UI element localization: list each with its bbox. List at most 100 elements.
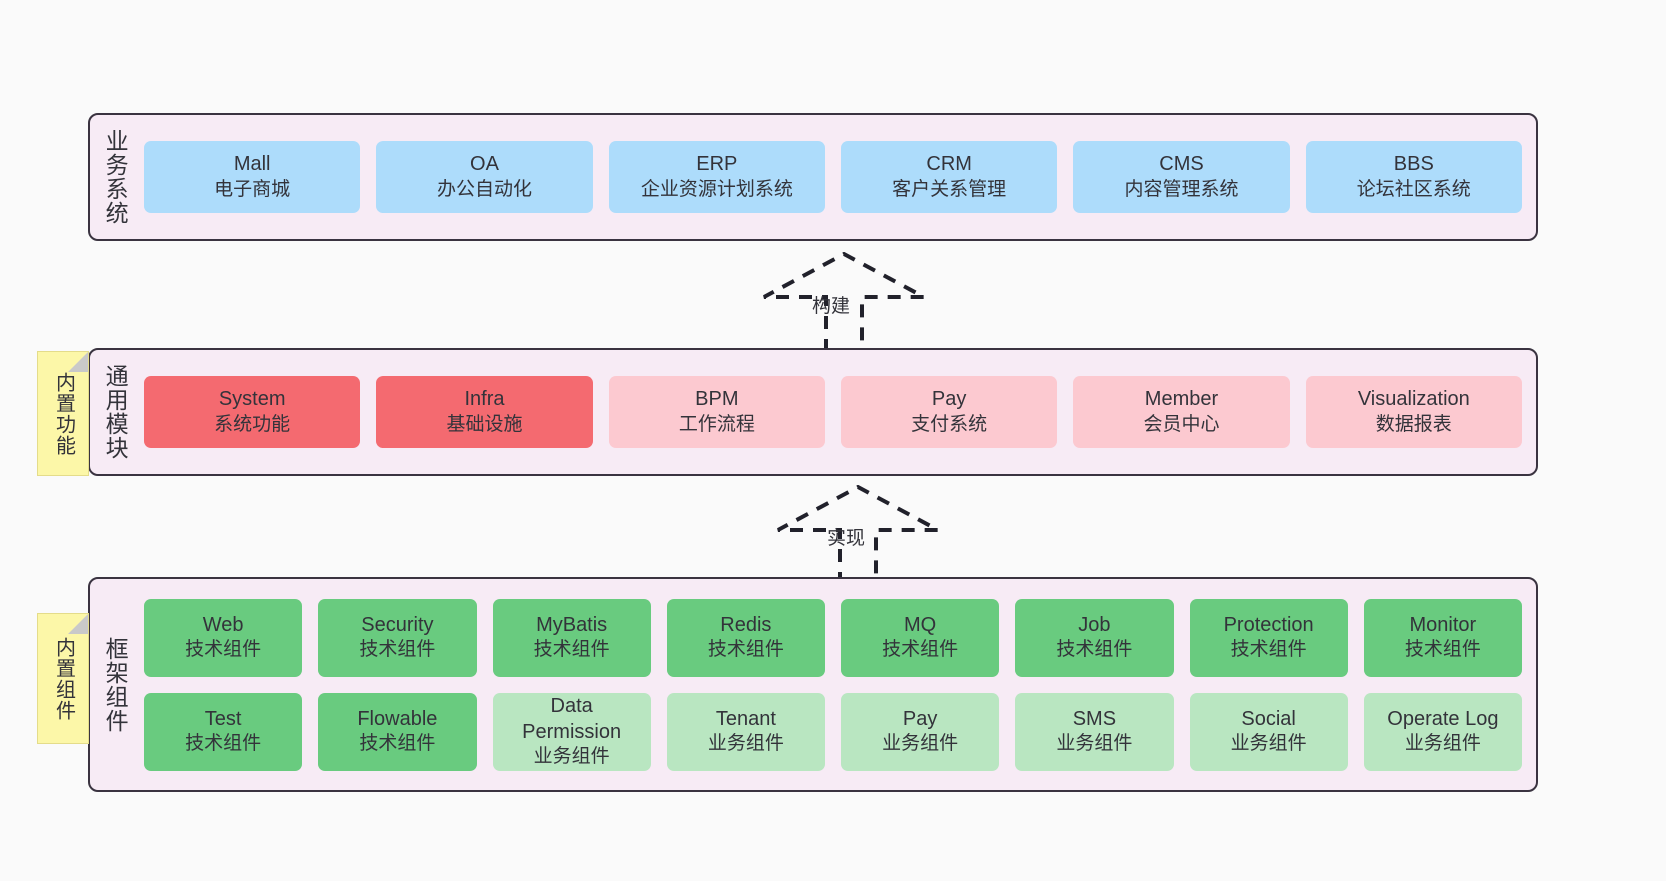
node-row: System 系统功能 Infra 基础设施 BPM 工作流程 Pay 支付系统… — [144, 376, 1522, 448]
node-title-en: Redis — [720, 613, 772, 636]
layer-common-modules-body: System 系统功能 Infra 基础设施 BPM 工作流程 Pay 支付系统… — [140, 350, 1536, 474]
node-title-cn: 工作流程 — [678, 413, 755, 435]
node-title-en: Infra — [464, 388, 505, 411]
node-social[interactable]: Social 业务组件 — [1189, 692, 1348, 771]
node-data-permission[interactable]: Data Permission 业务组件 — [492, 692, 651, 771]
layer-common-modules-title: 通用模块 — [102, 364, 129, 460]
node-title-en: Test — [204, 707, 242, 730]
node-crm[interactable]: CRM 客户关系管理 — [840, 141, 1058, 213]
node-title-en: Pay — [902, 707, 938, 730]
node-title-en: CRM — [926, 153, 972, 176]
node-mall[interactable]: Mall 电子商城 — [144, 141, 361, 213]
node-operate-log[interactable]: Operate Log 业务组件 — [1363, 692, 1522, 771]
node-redis[interactable]: Redis 技术组件 — [666, 598, 825, 677]
node-title-cn: 办公自动化 — [436, 178, 532, 200]
node-title-en: BPM — [695, 388, 739, 411]
node-title-en: Monitor — [1409, 613, 1477, 636]
node-job[interactable]: Job 技术组件 — [1015, 598, 1174, 677]
node-title-cn: 技术组件 — [882, 639, 959, 661]
node-infra[interactable]: Infra 基础设施 — [376, 376, 593, 448]
sticky-note-builtin-features[interactable]: 内置功能 — [37, 351, 89, 476]
node-title-cn: 业务组件 — [1404, 733, 1481, 755]
node-row: Web 技术组件 Security 技术组件 MyBatis 技术组件 Redi… — [144, 598, 1522, 677]
node-title-en: Security — [361, 613, 434, 636]
node-title-en: Pay — [931, 388, 967, 411]
node-title-cn: 基础设施 — [446, 413, 523, 435]
node-title-cn: 系统功能 — [214, 413, 291, 435]
node-pay-component[interactable]: Pay 业务组件 — [841, 692, 1000, 771]
layer-business-systems-title: 业务系统 — [102, 129, 129, 225]
node-title-cn: 会员中心 — [1143, 413, 1220, 435]
node-title-cn: 技术组件 — [185, 733, 262, 755]
layer-common-modules[interactable]: 通用模块 System 系统功能 Infra 基础设施 BPM 工作流程 Pay… — [88, 348, 1538, 476]
node-title-cn: 业务组件 — [707, 733, 784, 755]
node-title-cn: 客户关系管理 — [892, 178, 1007, 200]
node-title-cn: 技术组件 — [707, 639, 784, 661]
connector-build-label: 构建 — [812, 296, 851, 317]
node-title-cn: 内容管理系统 — [1124, 178, 1239, 200]
node-cms[interactable]: CMS 内容管理系统 — [1073, 141, 1290, 213]
node-title-cn: 技术组件 — [359, 639, 436, 661]
layer-business-systems[interactable]: 业务系统 Mall 电子商城 OA 办公自动化 ERP 企业资源计划系统 CRM… — [88, 113, 1538, 241]
node-monitor[interactable]: Monitor 技术组件 — [1363, 598, 1522, 677]
node-flowable[interactable]: Flowable 技术组件 — [318, 692, 477, 771]
node-visualization[interactable]: Visualization 数据报表 — [1305, 376, 1522, 448]
node-erp[interactable]: ERP 企业资源计划系统 — [608, 141, 825, 213]
node-title-en: Data Permission — [522, 695, 622, 743]
node-title-cn: 技术组件 — [1230, 639, 1307, 661]
node-oa[interactable]: OA 办公自动化 — [376, 141, 593, 213]
node-title-en: Web — [202, 613, 244, 636]
node-tenant[interactable]: Tenant 业务组件 — [666, 692, 825, 771]
node-sms[interactable]: SMS 业务组件 — [1015, 692, 1174, 771]
node-title-en: MyBatis — [536, 613, 608, 636]
node-title-en: Mall — [233, 153, 271, 176]
node-row: Test 技术组件 Flowable 技术组件 Data Permission … — [144, 692, 1522, 771]
node-web[interactable]: Web 技术组件 — [144, 598, 303, 677]
connector-implement-label: 实现 — [827, 528, 866, 549]
node-title-en: SMS — [1072, 707, 1117, 730]
node-title-cn: 技术组件 — [1404, 639, 1481, 661]
node-member[interactable]: Member 会员中心 — [1073, 376, 1290, 448]
sticky-note-builtin-components[interactable]: 内置组件 — [37, 613, 89, 744]
node-title-cn: 业务组件 — [882, 733, 959, 755]
node-system[interactable]: System 系统功能 — [144, 376, 361, 448]
node-title-cn: 支付系统 — [911, 413, 988, 435]
node-title-cn: 企业资源计划系统 — [640, 178, 793, 200]
node-title-en: Job — [1078, 613, 1111, 636]
node-title-cn: 业务组件 — [533, 745, 610, 767]
node-title-cn: 论坛社区系统 — [1356, 178, 1471, 200]
node-title-en: Social — [1241, 707, 1296, 730]
node-title-en: Member — [1144, 388, 1219, 411]
node-title-en: Protection — [1223, 613, 1314, 636]
node-title-en: Flowable — [357, 707, 438, 730]
node-title-en: BBS — [1393, 153, 1434, 176]
node-title-cn: 业务组件 — [1056, 733, 1133, 755]
node-title-en: MQ — [904, 613, 937, 636]
node-security[interactable]: Security 技术组件 — [318, 598, 477, 677]
node-title-en: CMS — [1159, 153, 1204, 176]
node-mybatis[interactable]: MyBatis 技术组件 — [492, 598, 651, 677]
node-title-en: System — [218, 388, 286, 411]
node-title-en: Tenant — [715, 707, 776, 730]
node-protection[interactable]: Protection 技术组件 — [1189, 598, 1348, 677]
node-title-cn: 技术组件 — [533, 639, 610, 661]
node-bpm[interactable]: BPM 工作流程 — [608, 376, 825, 448]
node-pay[interactable]: Pay 支付系统 — [840, 376, 1058, 448]
layer-framework-components-body: Web 技术组件 Security 技术组件 MyBatis 技术组件 Redi… — [140, 579, 1536, 790]
node-mq[interactable]: MQ 技术组件 — [841, 598, 1000, 677]
node-title-cn: 数据报表 — [1375, 413, 1452, 435]
node-title-cn: 技术组件 — [359, 733, 436, 755]
layer-framework-components[interactable]: 框架组件 Web 技术组件 Security 技术组件 MyBatis 技术组件… — [88, 577, 1538, 792]
sticky-note-label: 内置功能 — [52, 371, 75, 456]
node-title-en: OA — [470, 153, 499, 176]
node-test[interactable]: Test 技术组件 — [144, 692, 303, 771]
node-title-cn: 技术组件 — [185, 639, 262, 661]
node-title-cn: 技术组件 — [1056, 639, 1133, 661]
node-bbs[interactable]: BBS 论坛社区系统 — [1305, 141, 1522, 213]
layer-business-systems-body: Mall 电子商城 OA 办公自动化 ERP 企业资源计划系统 CRM 客户关系… — [140, 115, 1536, 239]
node-row: Mall 电子商城 OA 办公自动化 ERP 企业资源计划系统 CRM 客户关系… — [144, 141, 1522, 213]
node-title-en: ERP — [696, 153, 738, 176]
node-title-en: Visualization — [1357, 388, 1470, 411]
node-title-cn: 业务组件 — [1230, 733, 1307, 755]
